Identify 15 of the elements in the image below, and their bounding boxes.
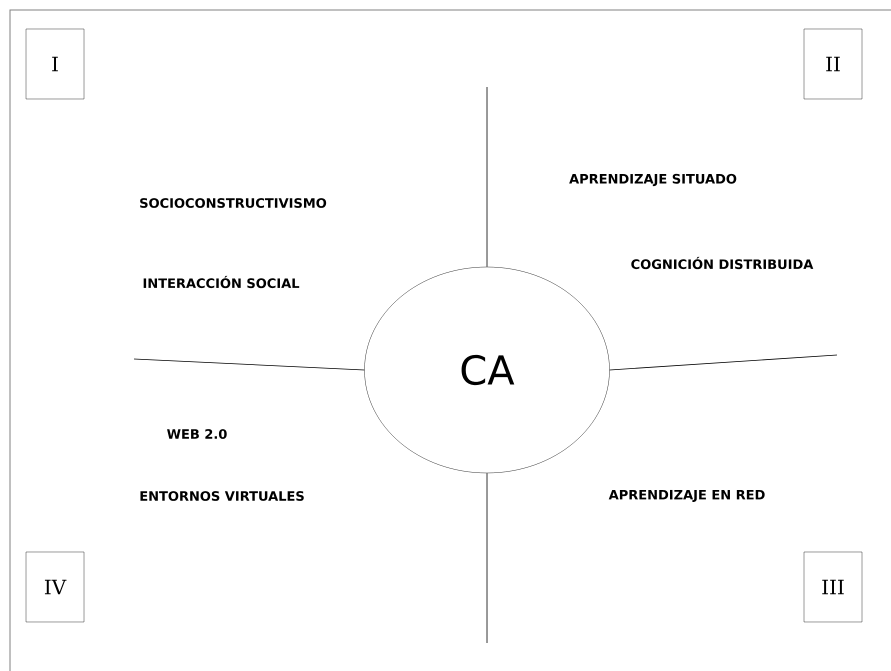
concept-label: INTERACCIÓN SOCIAL <box>144 276 300 288</box>
numeral-box: IV <box>26 552 84 622</box>
concept-label: APRENDIZAJE SITUADO <box>569 174 736 186</box>
axis-line <box>486 86 488 268</box>
axis-line <box>486 472 488 644</box>
concept-label: COGNICIÓN DISTRIBUIDA <box>631 256 814 270</box>
axis-line <box>134 358 365 370</box>
concept-label: WEB 2.0 <box>167 429 227 439</box>
numeral-box: I <box>26 28 84 100</box>
numeral-box: II <box>804 28 862 100</box>
concept-label: SOCIOCONSTRUCTIVISMO <box>140 198 326 208</box>
concept-label: APRENDIZAJE EN RED <box>608 490 765 502</box>
axis-line <box>609 354 838 370</box>
numeral-box: III <box>804 552 862 622</box>
concept-label: ENTORNOS VIRTUALES <box>140 491 304 501</box>
